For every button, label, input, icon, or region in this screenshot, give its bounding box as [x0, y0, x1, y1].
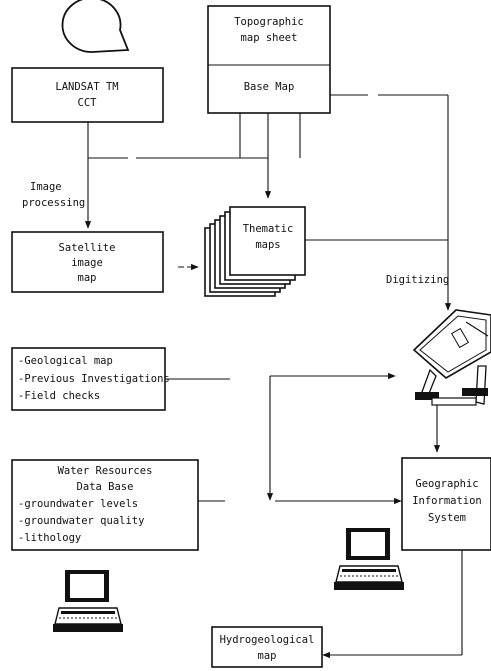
field-data-line-3: -Field checks: [18, 390, 100, 402]
thematic-line-1: Thematic: [243, 223, 294, 235]
water-db-line-5: -lithology: [18, 532, 81, 544]
satellite-line-3: map: [78, 272, 97, 284]
image-processing-line-2: processing: [22, 197, 85, 209]
hydrogeological-map-node: Hydrogeological map: [212, 627, 322, 667]
field-data-node: -Geological map -Previous Investigations…: [12, 348, 170, 410]
gis-node: Geographic Information System: [402, 458, 491, 550]
field-data-line-2: -Previous Investigations: [18, 373, 170, 385]
magnetic-tape-reel-icon: [63, 0, 128, 52]
topographic-line-1: Topographic: [234, 16, 304, 28]
image-processing-label: Image processing: [22, 181, 85, 209]
water-db-line-1: Water Resources: [58, 465, 153, 477]
satellite-line-1: Satellite: [59, 242, 116, 254]
computer-workstation-icon: [334, 528, 404, 590]
water-resources-database-node: Water Resources Data Base -groundwater l…: [12, 460, 198, 550]
topographic-base-map-node: Topographic map sheet Base Map: [208, 6, 330, 113]
topographic-line-2: map sheet: [241, 32, 298, 44]
satellite-line-2: image: [71, 257, 103, 269]
water-db-line-2: Data Base: [77, 481, 134, 493]
thematic-maps-node: Thematic maps: [205, 207, 305, 296]
water-db-line-3: -groundwater levels: [18, 498, 138, 510]
water-db-line-4: -groundwater quality: [18, 515, 144, 527]
thematic-line-2: maps: [255, 239, 280, 251]
gis-line-2: Information: [412, 495, 482, 507]
image-processing-line-1: Image: [30, 181, 62, 193]
digitizing-label: Digitizing: [386, 274, 449, 286]
landsat-tm-cct-node: LANDSAT TM CCT: [12, 68, 163, 122]
computer-workstation-icon: [53, 570, 123, 632]
field-data-line-1: -Geological map: [18, 355, 113, 367]
landsat-line-2: CCT: [78, 97, 98, 109]
landsat-line-1: LANDSAT TM: [55, 81, 118, 93]
base-map-label: Base Map: [244, 81, 295, 93]
hydro-line-1: Hydrogeological: [220, 634, 315, 646]
hydro-line-2: map: [258, 650, 277, 662]
gis-line-1: Geographic: [415, 478, 478, 490]
satellite-image-map-node: Satellite image map: [12, 232, 163, 292]
digitizer-table-icon: [414, 310, 491, 405]
gis-line-3: System: [428, 512, 466, 524]
